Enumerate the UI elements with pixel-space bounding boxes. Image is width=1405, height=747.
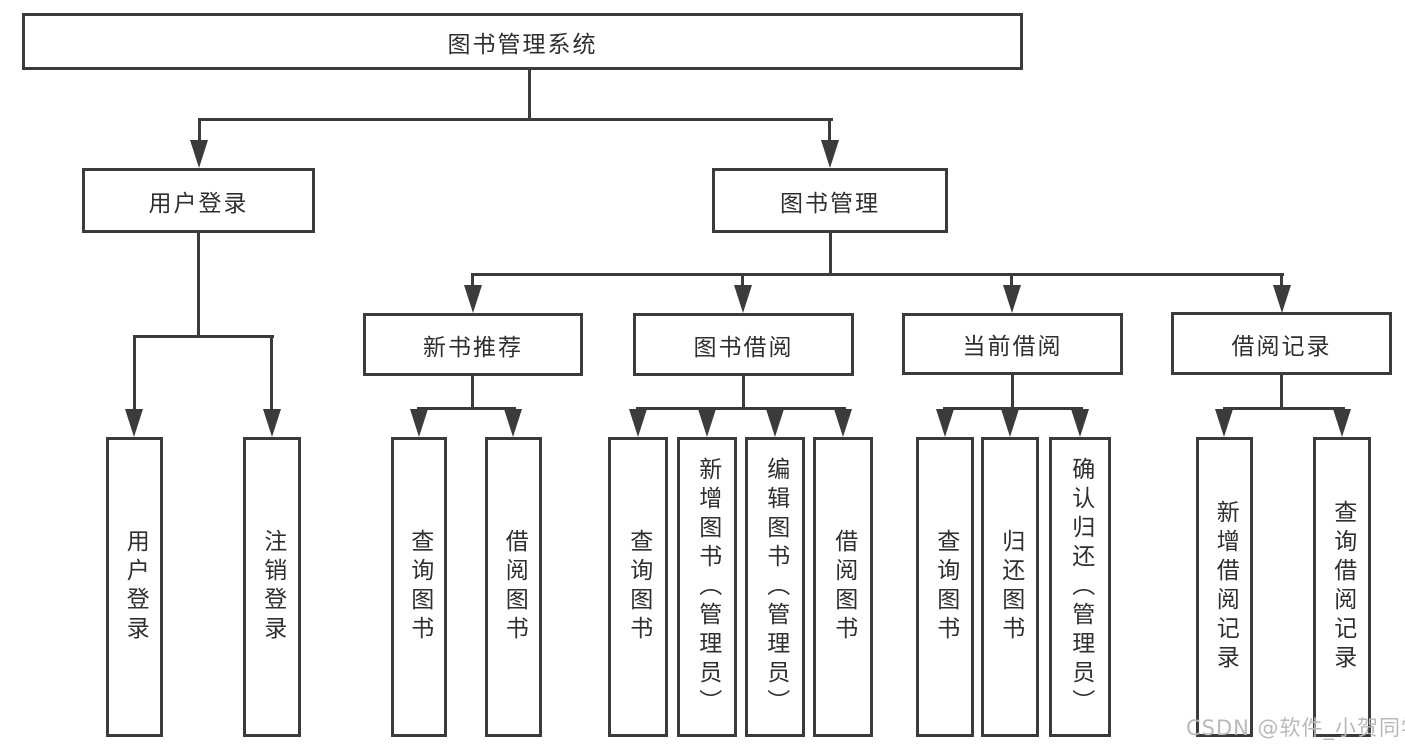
leaf-node-borrow-books: 借阅图书	[813, 437, 873, 737]
node-label: 查询借阅记录	[1329, 500, 1356, 674]
node-user-login: 用户登录	[82, 168, 315, 233]
connector-stem	[1280, 273, 1283, 287]
node-label: 用户登录	[148, 190, 249, 217]
leaf-node-logout: 注销登录	[243, 437, 301, 737]
arrow-down-icon	[1273, 285, 1291, 313]
leaf-node-confirm-return-admin: 确认归还（管理员）	[1049, 437, 1111, 737]
node-label: 归还图书	[997, 529, 1024, 645]
connector-level2-bus	[198, 118, 833, 121]
node-label: 借阅图书	[501, 529, 528, 645]
arrow-down-icon	[190, 140, 208, 168]
connector-bus	[636, 407, 846, 410]
connector-stem	[1280, 375, 1283, 409]
node-label: 图书借阅	[693, 334, 794, 361]
leaf-node-add-books-admin: 新增图书（管理员）	[677, 437, 737, 737]
arrow-down-icon	[125, 409, 143, 437]
node-current-borrow: 当前借阅	[902, 313, 1123, 375]
connector-bus	[943, 407, 1083, 410]
connector-stem	[1011, 374, 1014, 409]
arrow-down-icon	[936, 409, 954, 437]
leaf-node-return-books: 归还图书	[981, 437, 1039, 737]
node-label: 查询图书	[932, 529, 959, 645]
node-new-book-recommend: 新书推荐	[363, 313, 583, 376]
connector-bus	[133, 335, 274, 338]
connector-stem	[829, 233, 832, 275]
node-root: 图书管理系统	[22, 13, 1023, 70]
arrow-down-icon	[1215, 409, 1233, 437]
leaf-node-query-books: 查询图书	[608, 437, 668, 737]
node-label: 注销登录	[259, 529, 286, 645]
node-label: 借阅记录	[1231, 333, 1332, 360]
leaf-node-query-books: 查询图书	[916, 437, 974, 737]
connector-stem	[828, 118, 831, 142]
arrow-down-icon	[1071, 409, 1089, 437]
node-borrow-records: 借阅记录	[1171, 312, 1392, 375]
connector-stem	[133, 335, 136, 411]
arrow-down-icon	[766, 409, 784, 437]
connector-stem	[270, 335, 273, 411]
connector-bus	[417, 407, 516, 410]
leaf-node-query-books: 查询图书	[391, 437, 447, 737]
arrow-down-icon	[1003, 285, 1021, 313]
connector-stem	[741, 273, 744, 287]
leaf-node-borrow-books: 借阅图书	[485, 437, 542, 737]
node-label: 确认归还（管理员）	[1067, 456, 1094, 718]
connector-stem	[197, 233, 200, 337]
node-label: 新增借阅记录	[1212, 500, 1239, 674]
node-label: 编辑图书（管理员）	[762, 456, 789, 718]
connector-stem	[742, 375, 745, 409]
connector-stem	[471, 273, 474, 287]
arrow-down-icon	[464, 285, 482, 313]
arrow-down-icon	[734, 285, 752, 313]
arrow-down-icon	[1333, 409, 1351, 437]
node-label: 当前借阅	[962, 334, 1063, 360]
arrow-down-icon	[1001, 409, 1019, 437]
leaf-node-query-borrow-record: 查询借阅记录	[1313, 437, 1371, 737]
node-label: 新书推荐	[423, 334, 523, 361]
leaf-node-edit-books-admin: 编辑图书（管理员）	[745, 437, 805, 737]
connector-stem	[471, 375, 474, 409]
connector-root-stem	[528, 69, 531, 118]
connector-level3-bus	[471, 273, 1284, 276]
arrow-down-icon	[821, 140, 839, 168]
arrow-down-icon	[504, 409, 522, 437]
node-label: 新增图书（管理员）	[694, 456, 721, 718]
arrow-down-icon	[410, 409, 428, 437]
leaf-node-user-login: 用户登录	[106, 437, 163, 737]
csdn-watermark: CSDN @软件_小贺同学	[1186, 716, 1405, 740]
node-label: 借阅图书	[830, 529, 857, 645]
leaf-node-add-borrow-record: 新增借阅记录	[1196, 437, 1253, 737]
arrow-down-icon	[834, 409, 852, 437]
connector-bus	[1223, 407, 1345, 410]
arrow-down-icon	[263, 409, 281, 437]
node-label: 查询图书	[625, 529, 652, 645]
arrow-down-icon	[629, 409, 647, 437]
arrow-down-icon	[698, 409, 716, 437]
connector-stem	[1010, 273, 1013, 287]
node-book-management: 图书管理	[712, 168, 948, 233]
node-book-borrow: 图书借阅	[633, 313, 854, 376]
node-root-label: 图书管理系统	[447, 31, 598, 58]
connector-stem	[198, 118, 201, 142]
node-label: 图书管理	[780, 190, 880, 217]
node-label: 查询图书	[406, 529, 433, 645]
node-label: 用户登录	[122, 529, 149, 645]
